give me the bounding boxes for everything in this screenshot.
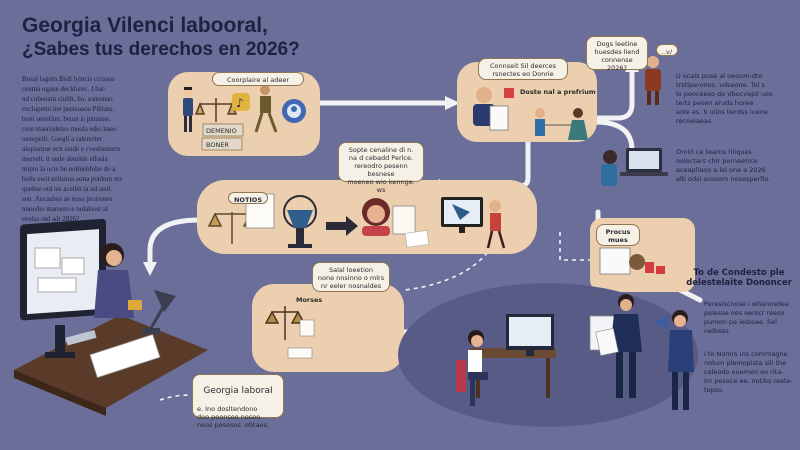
arrow-lawyer-to-notice xyxy=(437,137,531,189)
svg-text:♪: ♪ xyxy=(236,96,244,110)
businesswoman-figure xyxy=(652,310,694,410)
title-line-1: Georgia Vilenci laboоral, xyxy=(22,14,268,37)
page-title: Georgia Vilenci laboоral, ¿Sabes tus der… xyxy=(22,14,300,62)
music-icon: ♪ xyxy=(232,93,250,111)
arrow-right-icon xyxy=(326,216,358,236)
dogs-callout: Dogs leetine huesdes liend connense 2026… xyxy=(586,36,648,72)
right-heading: To de Condesto ple delestelaite Dononcer xyxy=(686,268,792,288)
standing-person xyxy=(486,200,506,249)
meeting-figures xyxy=(535,108,588,140)
businessman-figure xyxy=(610,294,642,398)
conocer-callout: Connseit Sil deerces rsnectes eo Donrie xyxy=(478,58,568,80)
desk-lamp xyxy=(142,290,176,334)
woman-portrait xyxy=(362,198,390,236)
georgia-callout-body: e. Ino dosltendono doo poonsoo nosoo. ne… xyxy=(197,405,270,429)
notios-callout: NOTIOS xyxy=(228,192,268,204)
badge-icon xyxy=(282,99,306,123)
person-top-right xyxy=(645,56,661,105)
right-note-4: i to Nomrs ins commagne nolum plemopista… xyxy=(704,350,793,394)
title-line-2: ¿Sabes tus derechos en 2026? xyxy=(22,39,300,60)
morses-label: Morses xyxy=(296,296,323,304)
doste-label: Doste nal a prefrium xyxy=(520,88,596,96)
form-document xyxy=(392,205,416,235)
worker-figure-1 xyxy=(183,87,193,132)
desk-scene xyxy=(14,218,208,416)
right-note-1: U ocais puse al oeoum-dto trstlperonos. … xyxy=(676,72,773,125)
contract-paper xyxy=(89,333,161,379)
scales-icon xyxy=(194,98,238,122)
process-icon xyxy=(599,247,665,275)
person-at-laptop xyxy=(601,148,668,186)
globe-scale-icon xyxy=(283,195,317,248)
process-callout: Procus mues xyxy=(596,224,640,246)
mini-callout: ..v/ xyxy=(656,44,678,56)
doner-label: BONER xyxy=(206,141,229,149)
monitor-icon xyxy=(441,197,483,233)
worker-figure-2 xyxy=(254,85,278,133)
flag-icon xyxy=(504,88,514,98)
right-note-2: Omirl ce tearns riiiques oolectars chir … xyxy=(676,148,771,183)
right-note-3: Peresiscnose i whannsdea pelesse oes oer… xyxy=(704,300,789,335)
intro-paragraph: Bosal lagum Bsdi lyincis ccrasos ceuma o… xyxy=(22,75,123,223)
georgia-callout-title: Georgia laboraI xyxy=(203,386,273,396)
sopte-callout: Sopte cenaline di n. na d cebadd Perlce.… xyxy=(338,142,424,194)
office-scene xyxy=(456,314,615,406)
lawyer-figure xyxy=(473,87,495,126)
demonio-label: DEMENIO xyxy=(206,127,237,135)
panel-hearing xyxy=(252,284,404,372)
georgia-callout: Georgia laboraI e. Ino dosltendono doo p… xyxy=(192,374,284,429)
sala-callout: Salal loeetion none nnsinno o mlrs nr ee… xyxy=(312,262,390,292)
document-icon xyxy=(489,105,509,131)
complain-callout: Coorplaire al adeer xyxy=(212,72,304,86)
